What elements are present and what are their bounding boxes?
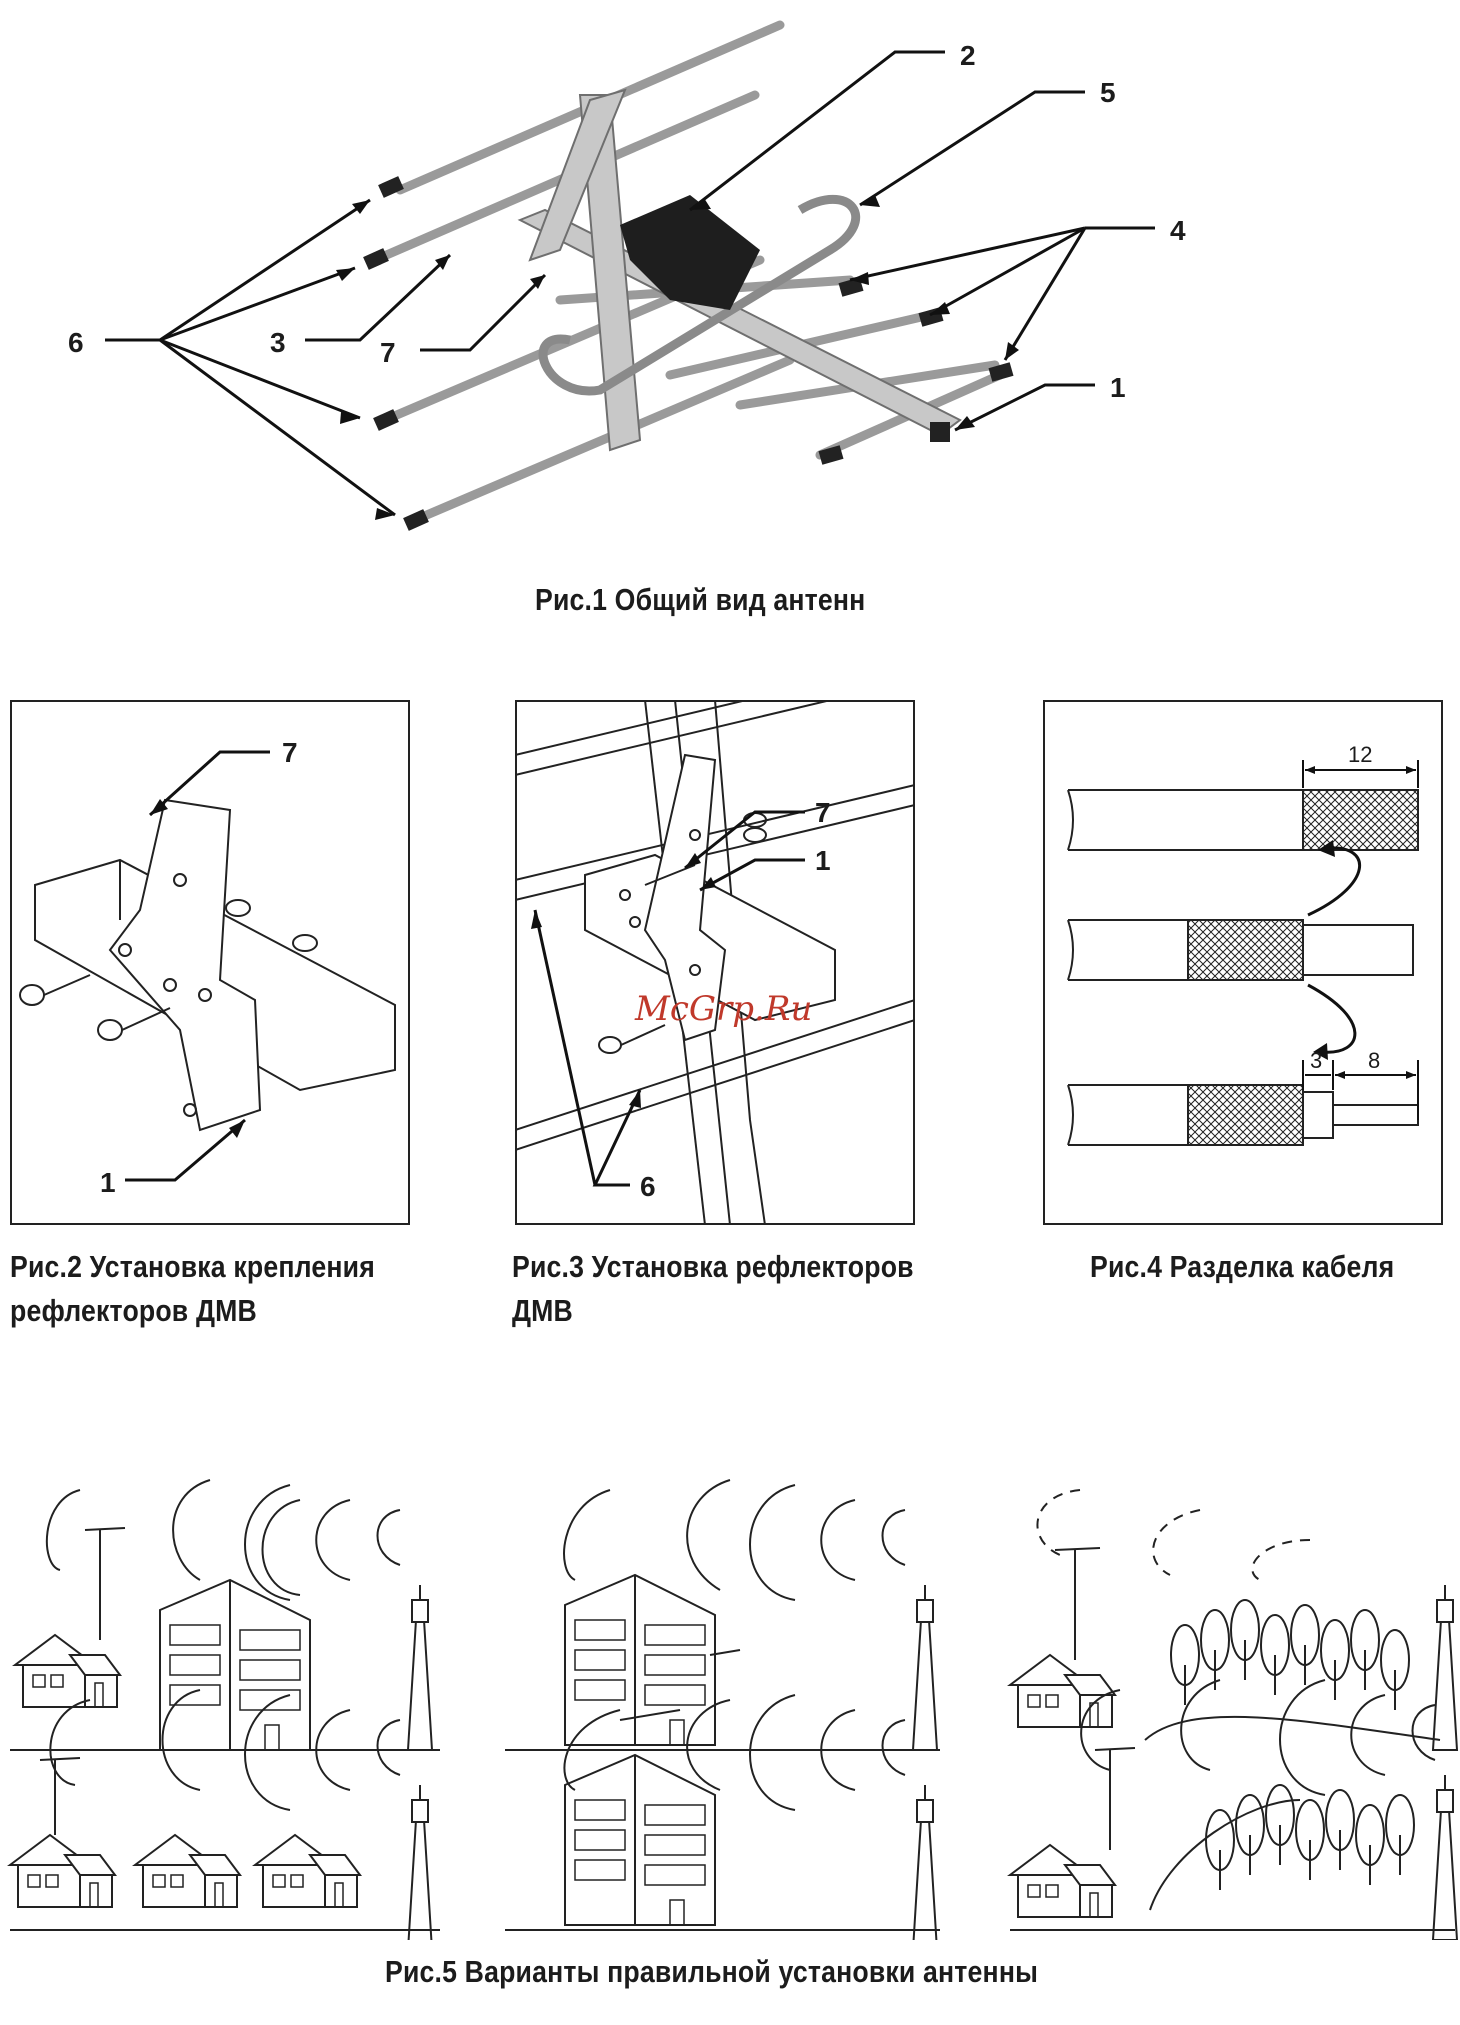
fig3-callout-7: 7 bbox=[815, 797, 831, 828]
fig3-reflector-drawing: 7 1 6 McGrp.Ru bbox=[515, 700, 915, 1225]
fig1-callout-7: 7 bbox=[380, 337, 396, 368]
fig3-caption-line2: ДМВ bbox=[512, 1289, 914, 1333]
fig2-caption-line2: рефлекторов ДМВ bbox=[10, 1289, 375, 1333]
fig5-variants-drawing bbox=[0, 1470, 1460, 1940]
fig4-caption: Рис.4 Разделка кабеля bbox=[1090, 1245, 1394, 1289]
fig1-caption: Рис.1 Общий вид антенн bbox=[535, 578, 865, 622]
fig4-cable-drawing: 12 3 8 bbox=[1043, 700, 1443, 1225]
fig3-callout-6: 6 bbox=[640, 1171, 656, 1202]
fig3-callout-1: 1 bbox=[815, 845, 831, 876]
fig1-callout-5: 5 bbox=[1100, 77, 1116, 108]
fig1-callout-1: 1 bbox=[1110, 372, 1126, 403]
fig1-callout-3: 3 bbox=[270, 327, 286, 358]
fig3-caption: Рис.3 Установка рефлекторов ДМВ bbox=[512, 1245, 914, 1333]
fig2-caption-line1: Рис.2 Установка крепления bbox=[10, 1245, 375, 1289]
fig2-callout-7: 7 bbox=[282, 737, 298, 768]
fig1-callout-2: 2 bbox=[960, 40, 976, 71]
fig1-callout-4: 4 bbox=[1170, 215, 1186, 246]
fig3-caption-line1: Рис.3 Установка рефлекторов bbox=[512, 1245, 914, 1289]
fig2-bracket-drawing: 7 1 bbox=[10, 700, 410, 1225]
fig4-dim-8: 8 bbox=[1368, 1048, 1380, 1073]
fig1-callout-6: 6 bbox=[68, 327, 84, 358]
fig4-dim-12: 12 bbox=[1348, 742, 1372, 767]
fig5-caption: Рис.5 Варианты правильной установки анте… bbox=[385, 1950, 1038, 1994]
fig1-antenna-drawing: 6 3 7 2 5 4 1 bbox=[0, 0, 1460, 560]
fig2-callout-1: 1 bbox=[100, 1167, 116, 1198]
fig4-dim-3: 3 bbox=[1310, 1048, 1322, 1073]
watermark: McGrp.Ru bbox=[634, 989, 812, 1029]
fig2-caption: Рис.2 Установка крепления рефлекторов ДМ… bbox=[10, 1245, 375, 1333]
